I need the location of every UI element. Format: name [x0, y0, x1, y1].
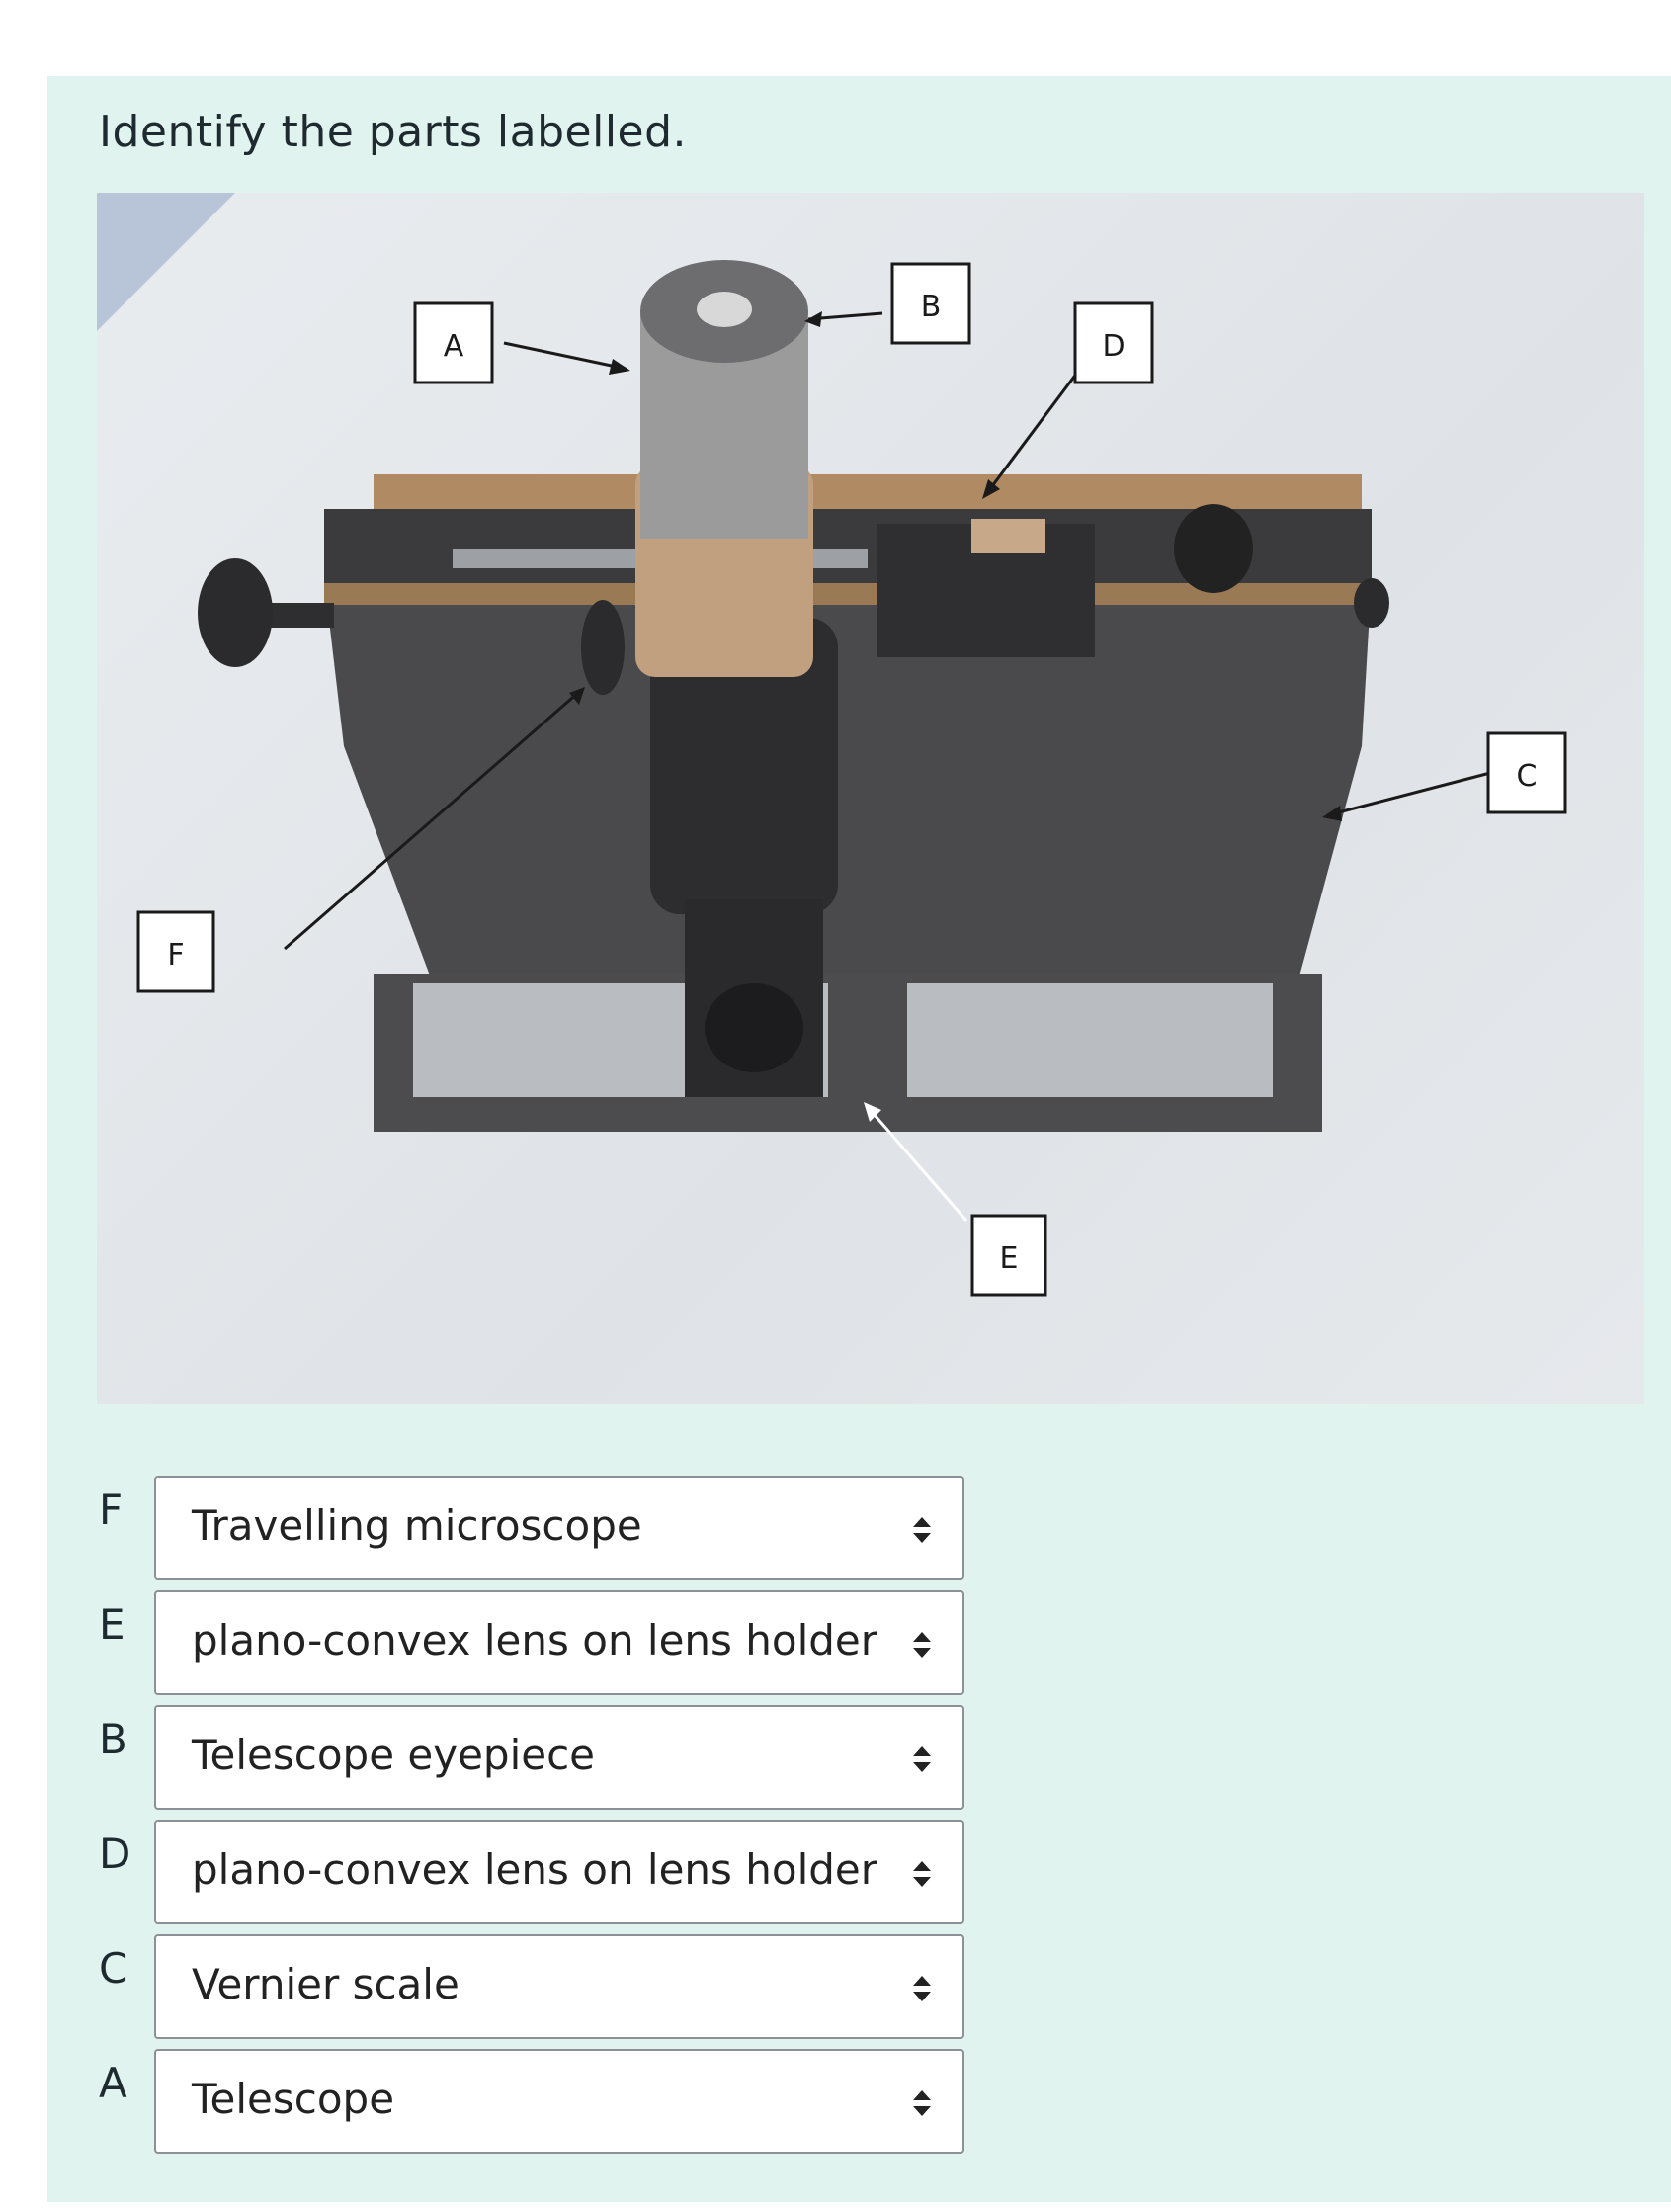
answer-letter: B: [99, 1715, 127, 1763]
base-plate-right: [907, 983, 1273, 1097]
callout-f: F: [136, 910, 215, 993]
arrowhead-c: [1322, 806, 1342, 821]
answer-row-b: B Telescope eyepiece: [99, 1705, 968, 1814]
arrowhead-f: [569, 687, 585, 705]
select-value: Travelling microscope: [192, 1501, 642, 1550]
select-value: Telescope: [192, 2075, 395, 2123]
callout-c: C: [1486, 731, 1567, 814]
svg-text:D: D: [1102, 329, 1125, 364]
up-down-caret-icon: [913, 1976, 931, 2001]
svg-text:B: B: [921, 290, 942, 324]
answer-row-f: F Travelling microscope: [99, 1476, 968, 1584]
svg-text:C: C: [1517, 759, 1538, 794]
callout-b: B: [890, 262, 971, 345]
up-down-caret-icon: [913, 1517, 931, 1543]
vernier-plate: [971, 519, 1045, 553]
svg-text:F: F: [167, 938, 184, 973]
carriage-edge: [324, 583, 1372, 605]
callout-e: E: [970, 1214, 1047, 1297]
eyepiece-lens: [697, 292, 752, 327]
select-value: Telescope eyepiece: [192, 1731, 596, 1779]
answer-select-e[interactable]: plano-convex lens on lens holder: [154, 1590, 964, 1695]
answer-letter: D: [99, 1829, 131, 1878]
left-knob: [198, 558, 273, 667]
callout-d: D: [1073, 301, 1154, 384]
up-down-caret-icon: [913, 1632, 931, 1658]
select-value: plano-convex lens on lens holder: [192, 1845, 878, 1894]
side-eyepiece: [1174, 504, 1253, 593]
answer-select-a[interactable]: Telescope: [154, 2049, 964, 2154]
callout-e-line: [866, 1106, 968, 1222]
select-value: Vernier scale: [192, 1960, 460, 2008]
answer-letter: E: [99, 1600, 125, 1649]
svg-text:E: E: [1000, 1241, 1019, 1276]
answer-letter: C: [99, 1944, 128, 1993]
focus-wheel: [581, 600, 625, 695]
right-knob: [1354, 578, 1389, 628]
select-value: plano-convex lens on lens holder: [192, 1616, 878, 1664]
arrowhead-a: [609, 359, 630, 375]
arrowhead-b: [804, 311, 822, 327]
answer-select-d[interactable]: plano-convex lens on lens holder: [154, 1820, 964, 1924]
question-prompt: Identify the parts labelled.: [99, 107, 688, 157]
travelling-microscope-illustration: A B C D E F: [97, 193, 1567, 1297]
answer-select-c[interactable]: Vernier scale: [154, 1934, 964, 2039]
arrowhead-e: [864, 1102, 881, 1122]
apparatus-photo: A B C D E F: [97, 193, 1644, 1404]
tube-column: [650, 618, 838, 914]
callout-a: A: [413, 301, 494, 384]
knob-shaft: [265, 603, 334, 628]
up-down-caret-icon: [913, 2090, 931, 2116]
plano-convex-lens: [705, 983, 803, 1072]
answer-row-c: C Vernier scale: [99, 1934, 968, 2043]
answer-row-a: A Telescope: [99, 2049, 968, 2158]
up-down-caret-icon: [913, 1746, 931, 1772]
up-down-caret-icon: [913, 1861, 931, 1887]
answer-select-f[interactable]: Travelling microscope: [154, 1476, 964, 1580]
microscope-body: [324, 578, 1372, 983]
answer-row-d: D plano-convex lens on lens holder: [99, 1820, 968, 1928]
svg-text:A: A: [444, 329, 464, 364]
answer-letter: A: [99, 2059, 127, 2107]
answer-select-b[interactable]: Telescope eyepiece: [154, 1705, 964, 1810]
arrowhead-d: [982, 479, 1000, 499]
corner-shade: [97, 193, 235, 331]
answer-letter: F: [99, 1486, 124, 1534]
answer-row-e: E plano-convex lens on lens holder: [99, 1590, 968, 1699]
